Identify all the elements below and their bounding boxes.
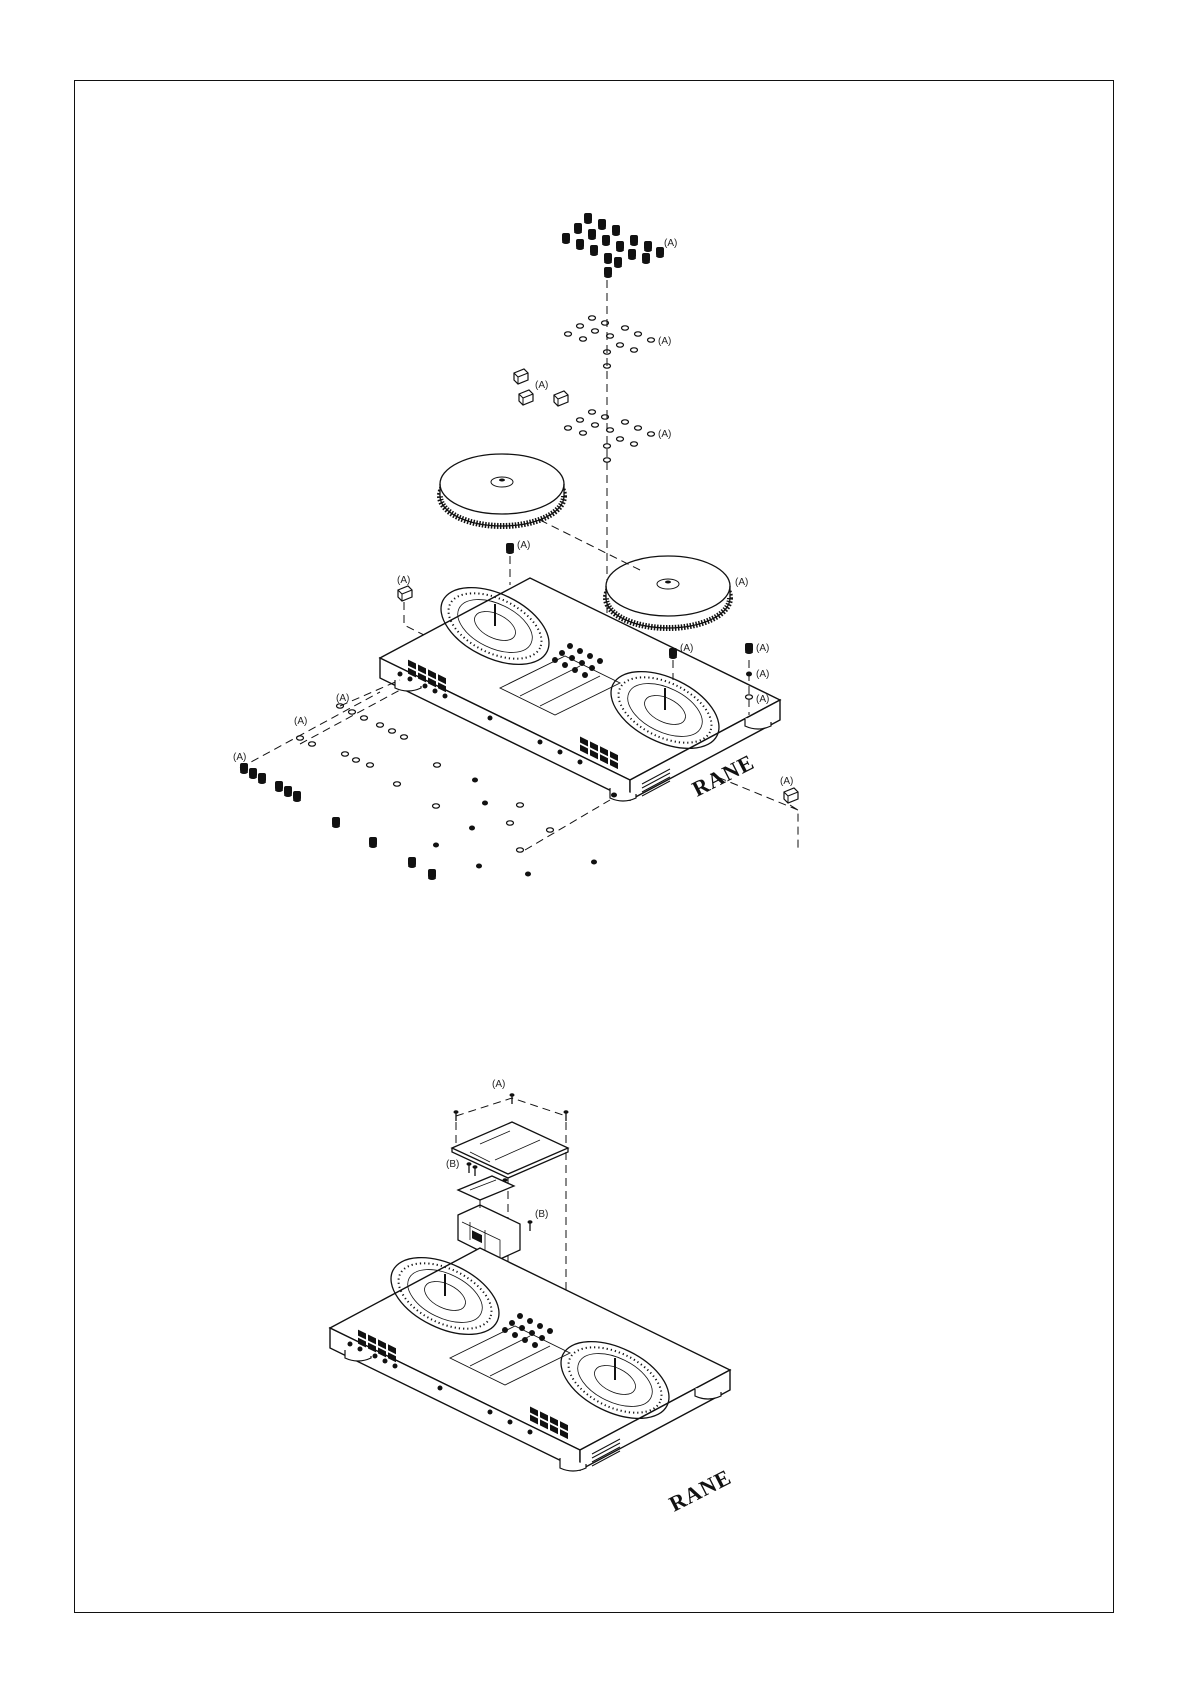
- knob-icon: [562, 213, 664, 278]
- lower-exploded-view: (A) (B) (B) RANE: [330, 1079, 735, 1516]
- controller-body-lower: [330, 1242, 730, 1471]
- front-parts-lines: [240, 680, 400, 768]
- callout-a-right-knob: (A): [680, 643, 693, 654]
- upper-exploded-view: (A) (A) (A) (A): [233, 213, 798, 880]
- brand-logo-lower: RANE: [665, 1464, 735, 1516]
- callout-a-jog-knob: (A): [517, 540, 530, 551]
- callout-a-fader-caps: (A): [535, 380, 548, 391]
- callout-b-side: (B): [535, 1209, 548, 1220]
- callout-a-side-knob: (A): [756, 643, 769, 654]
- nut-icon: [565, 410, 655, 462]
- front-nut-line: [525, 800, 610, 850]
- screw-top-lines: [456, 1098, 566, 1116]
- callout-b-upper: (B): [446, 1159, 459, 1170]
- callout-a-front-1: (A): [294, 716, 307, 727]
- washer-icon: [565, 316, 655, 368]
- callout-a-right-jog: (A): [735, 577, 748, 588]
- left-cap-line: [404, 602, 430, 638]
- front-nuts: [433, 778, 617, 877]
- callout-a-nuts: (A): [658, 429, 671, 440]
- front-knobs: [240, 763, 436, 880]
- callout-a-washers: (A): [658, 336, 671, 347]
- callout-a-side-nut: (A): [756, 669, 769, 680]
- callout-a-right-cap: (A): [780, 776, 793, 787]
- callout-a-side-washer: (A): [756, 694, 769, 705]
- callout-a-left-cap: (A): [397, 575, 410, 586]
- callout-a-top-screws: (A): [492, 1079, 505, 1090]
- jog-wheel-icon: [440, 454, 730, 628]
- callout-a-front-2: (A): [336, 693, 349, 704]
- jog-link-line: [540, 520, 640, 570]
- callout-a-front-knobs: (A): [233, 752, 246, 763]
- callout-a-knobs: (A): [664, 238, 677, 249]
